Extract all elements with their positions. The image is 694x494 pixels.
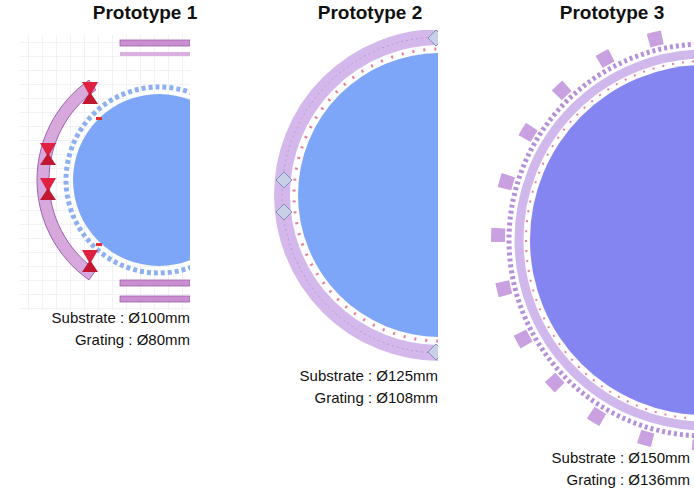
dimension-label: Substrate : Ø150mm bbox=[552, 449, 690, 466]
dimension-label: Grating : Ø80mm bbox=[75, 331, 190, 348]
dimension-label: Grating : Ø136mm bbox=[567, 471, 690, 488]
prototype-2-layout bbox=[276, 30, 438, 360]
dimension-label: Substrate : Ø100mm bbox=[52, 309, 190, 326]
prototype-title: Prototype 2 bbox=[318, 2, 423, 24]
prototype-title: Prototype 1 bbox=[93, 2, 198, 24]
prototype-3-layout bbox=[498, 33, 694, 447]
dimension-label: Grating : Ø108mm bbox=[315, 389, 438, 406]
prototype-1-layout bbox=[20, 35, 190, 310]
dimension-label: Substrate : Ø125mm bbox=[300, 367, 438, 384]
prototype-title: Prototype 3 bbox=[560, 2, 665, 24]
